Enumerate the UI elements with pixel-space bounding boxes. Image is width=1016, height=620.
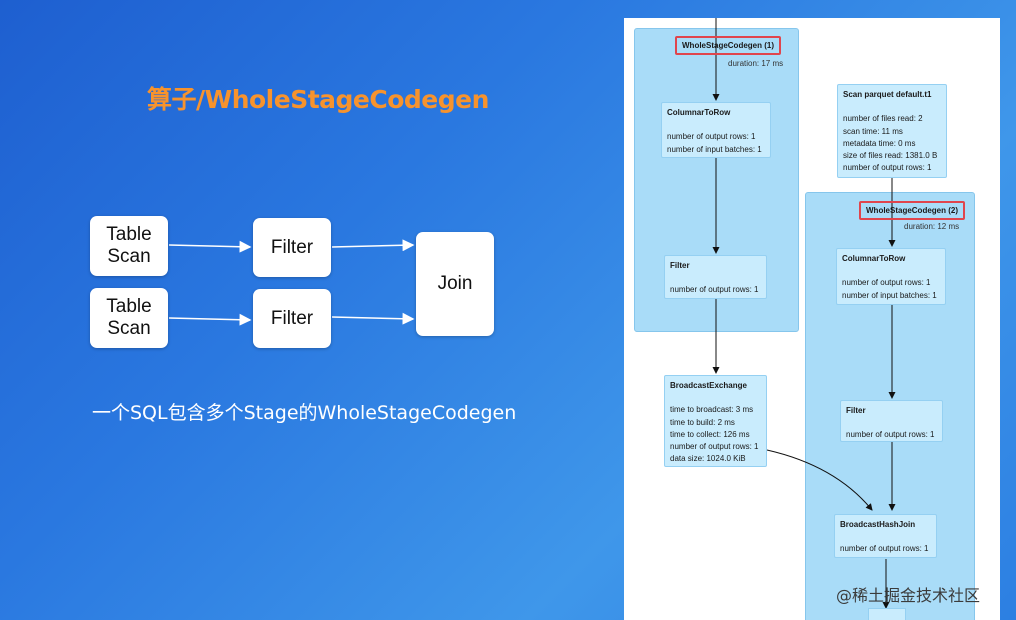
node-metric: size of files read: 1381.0 B [843, 151, 938, 161]
columnar-to-row-node-1: ColumnarToRow number of output rows: 1 n… [661, 102, 771, 158]
filter-node-stage2: Filter number of output rows: 1 [840, 400, 943, 442]
node-metric: number of input batches: 1 [842, 290, 937, 300]
node-title: ColumnarToRow [842, 254, 906, 263]
edge-broadcast-join [766, 449, 873, 511]
filter-node-2: Filter [253, 289, 331, 348]
slide-title: 算子/WholeStageCodegen [147, 85, 489, 114]
filter-node-stage1: Filter number of output rows: 1 [664, 255, 767, 299]
node-title: BroadcastExchange [670, 381, 747, 390]
stage2-title: WholeStageCodegen (2) [859, 201, 966, 220]
node-metric: data size: 1024.0 KiB [670, 454, 746, 464]
scan-parquet-node: Scan parquet default.t1 number of files … [837, 84, 947, 178]
broadcast-hash-join-node: BroadcastHashJoin number of output rows:… [834, 514, 937, 558]
stage2-duration: duration: 12 ms [904, 222, 960, 231]
table-scan-node-2: Table Scan [90, 288, 168, 348]
node-title: Filter [670, 261, 690, 270]
node-metric: number of files read: 2 [843, 114, 923, 124]
node-metric: number of output rows: 1 [843, 163, 932, 173]
node-metric: number of output rows: 1 [840, 544, 929, 554]
node-title: BroadcastHashJoin [840, 520, 916, 529]
node-title: Filter [846, 406, 866, 415]
node-metric: number of output rows: 1 [842, 278, 931, 288]
site-watermark: @稀土掘金技术社区 [836, 586, 981, 605]
stage1-title: WholeStageCodegen (1) [675, 36, 782, 55]
filter-node-1: Filter [253, 218, 331, 277]
node-metric: number of output rows: 1 [667, 132, 756, 142]
node-metric: number of output rows: 1 [670, 442, 759, 452]
node-metric: time to collect: 126 ms [670, 429, 750, 439]
columnar-to-row-node-2: ColumnarToRow number of output rows: 1 n… [836, 248, 946, 305]
node-metric: time to broadcast: 3 ms [670, 405, 754, 415]
node-metric: number of output rows: 1 [846, 430, 935, 440]
diagram-arrows [168, 239, 415, 326]
arrow-scan2-filter2 [168, 313, 252, 326]
broadcast-exchange-node: BroadcastExchange time to broadcast: 3 m… [664, 375, 767, 467]
arrow-scan1-filter1 [168, 240, 252, 253]
node-metric: number of output rows: 1 [670, 285, 759, 295]
arrow-filter1-join [331, 239, 415, 252]
spark-plan-panel: WholeStageCodegen (1) duration: 17 ms Co… [624, 18, 1000, 620]
node-metric: number of input batches: 1 [667, 144, 762, 154]
plan-arrows [712, 18, 896, 609]
node-metric: scan time: 11 ms [843, 126, 903, 136]
node-metric: time to build: 2 ms [670, 417, 735, 427]
slide-caption: 一个SQL包含多个Stage的WholeStageCodegen [92, 402, 517, 424]
next-node-stub [868, 608, 906, 620]
stage1-duration: duration: 17 ms [728, 59, 784, 68]
table-scan-node-1: Table Scan [90, 216, 168, 276]
arrow-filter2-join [331, 312, 415, 325]
node-title: ColumnarToRow [667, 108, 731, 117]
join-node: Join [416, 232, 494, 336]
node-metric: metadata time: 0 ms [843, 138, 916, 148]
node-title: Scan parquet default.t1 [843, 90, 932, 99]
